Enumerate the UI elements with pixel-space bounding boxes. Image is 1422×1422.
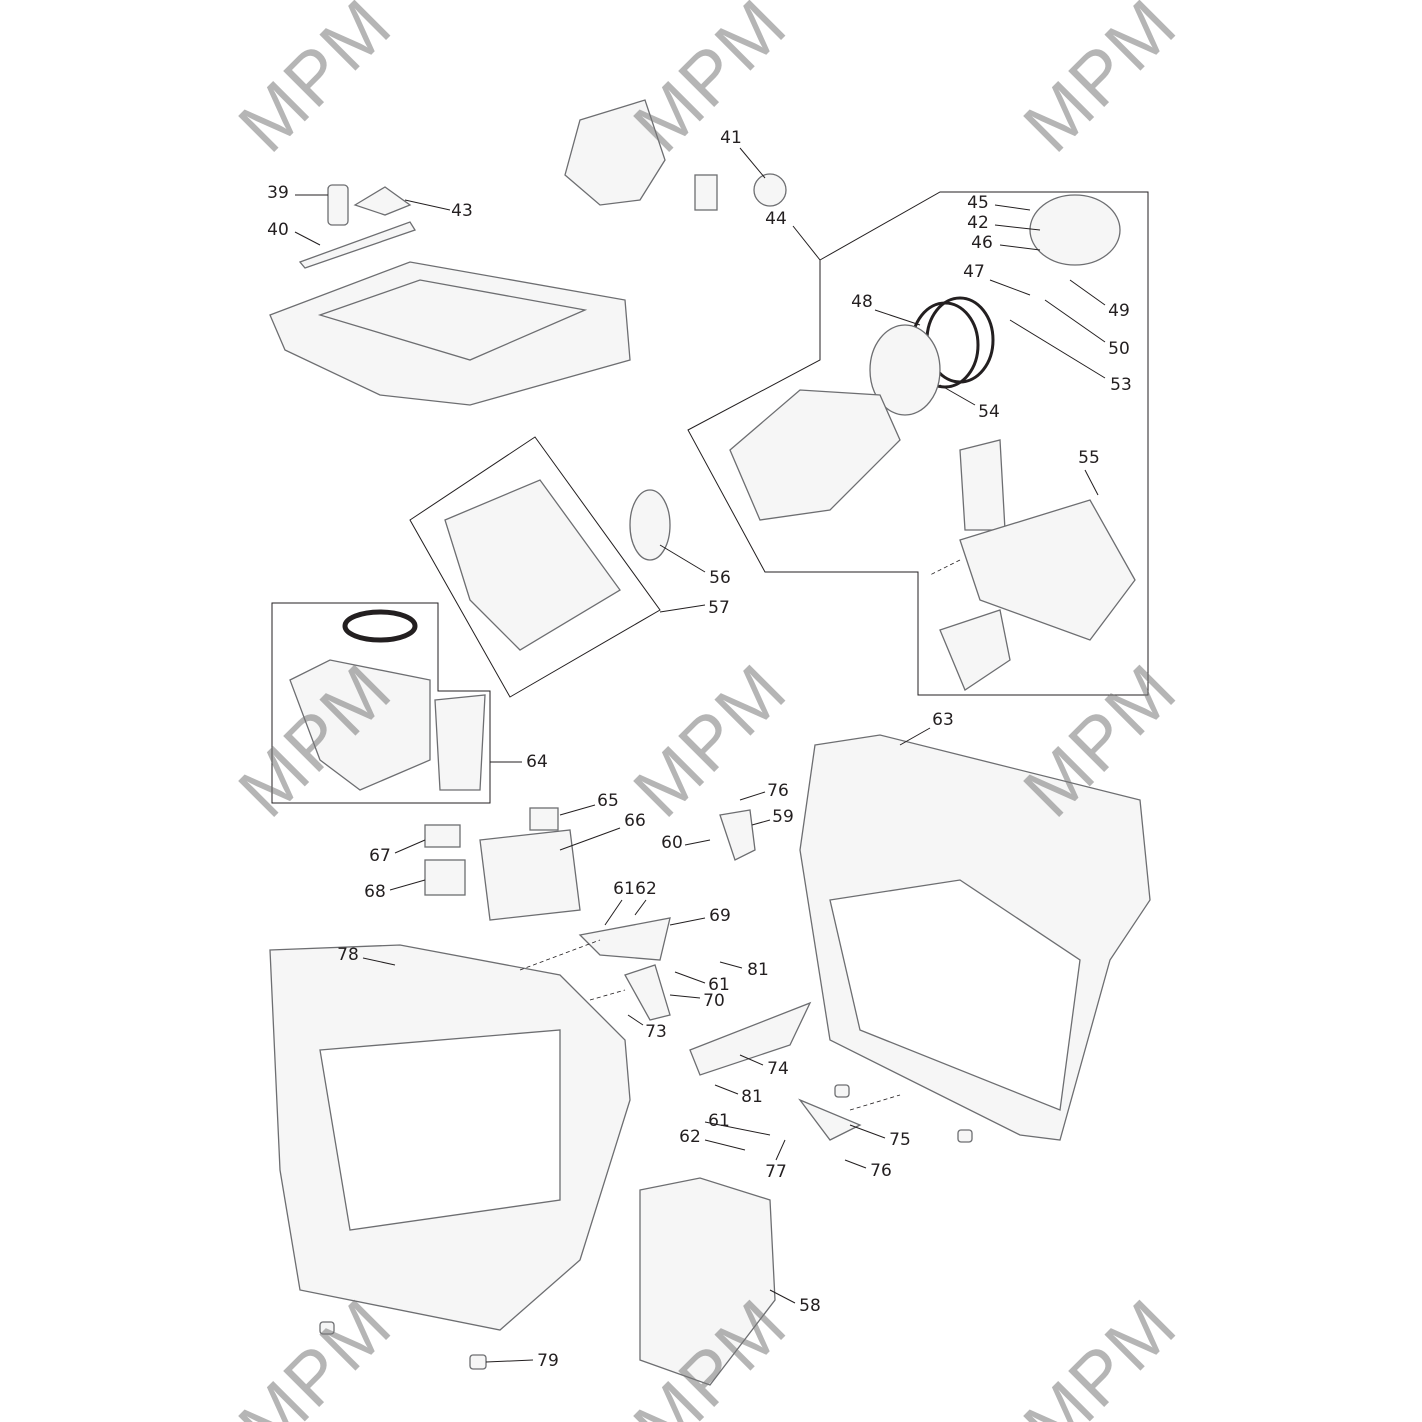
part-label: 69 xyxy=(709,906,731,926)
part-label: 68 xyxy=(364,882,386,902)
grinder-box-64 xyxy=(271,602,491,804)
part-label: 62 xyxy=(679,1127,701,1147)
part-label: 77 xyxy=(765,1162,787,1182)
microswitch-part-65 xyxy=(529,807,559,831)
lever-part-75 xyxy=(798,1098,862,1141)
brew-group-outline xyxy=(687,191,1149,696)
part-label: 57 xyxy=(708,598,730,618)
part-label: 43 xyxy=(451,201,473,221)
part-label: 63 xyxy=(932,710,954,730)
part-label: 61 xyxy=(708,975,730,995)
part-label: 54 xyxy=(978,402,1000,422)
cam-part-70 xyxy=(624,964,671,1021)
leader-lines xyxy=(294,147,1106,1363)
piston-part-54 xyxy=(869,324,941,416)
cap-part-43 xyxy=(353,186,412,216)
plate-part-74 xyxy=(689,1001,812,1076)
part-label: 65 xyxy=(597,791,619,811)
plate-part xyxy=(444,479,621,651)
part-label: 81 xyxy=(741,1087,763,1107)
ring-part xyxy=(342,609,418,643)
crank-part xyxy=(939,609,1011,691)
filter-part-46 xyxy=(1029,194,1121,266)
part-label: 78 xyxy=(337,945,359,965)
piston-part-56 xyxy=(629,489,671,561)
part-label: 79 xyxy=(537,1351,559,1371)
part-label: 70 xyxy=(703,991,725,1011)
part-label: 53 xyxy=(1110,375,1132,395)
drip-tray-part xyxy=(269,261,631,406)
part-label: 55 xyxy=(1078,448,1100,468)
part-label: 81 xyxy=(747,960,769,980)
part-label: 42 xyxy=(967,213,989,233)
gear-arm-part xyxy=(959,439,1006,531)
cover-part-58 xyxy=(639,1177,776,1386)
part-label: 44 xyxy=(765,209,787,229)
connector-part xyxy=(694,174,718,211)
part-label: 49 xyxy=(1108,301,1130,321)
foot-part-79 xyxy=(469,1354,487,1370)
foot-part xyxy=(319,1321,335,1335)
nut-part xyxy=(957,1129,973,1143)
part-label: 39 xyxy=(267,183,289,203)
bracket-part-40 xyxy=(298,221,416,269)
switch-part-66 xyxy=(479,829,581,921)
part-label: 67 xyxy=(369,846,391,866)
nut-part xyxy=(834,1084,850,1098)
switch-part-68 xyxy=(424,859,466,896)
part-label: 74 xyxy=(767,1059,789,1079)
part-label: 48 xyxy=(851,292,873,312)
part-label: 47 xyxy=(963,262,985,282)
part-label: 61 xyxy=(708,1111,730,1131)
part-label: 73 xyxy=(645,1022,667,1042)
brew-housing-part xyxy=(959,499,1136,641)
part-label: 60 xyxy=(661,833,683,853)
part-label: 66 xyxy=(624,811,646,831)
brew-cylinder-part xyxy=(729,389,901,521)
part-label: 64 xyxy=(526,752,548,772)
frame-grid xyxy=(829,879,1081,1111)
knob-part-39 xyxy=(327,184,349,226)
drip-tray-inner xyxy=(317,279,588,361)
part-label: 58 xyxy=(799,1296,821,1316)
part-label: 50 xyxy=(1108,339,1130,359)
lever-part-69 xyxy=(578,917,671,961)
part-label: 41 xyxy=(720,128,742,148)
frame-inner xyxy=(319,1029,561,1231)
plate-box-57 xyxy=(409,436,661,698)
solenoid-part-41 xyxy=(753,173,787,207)
part-label: 56 xyxy=(709,568,731,588)
grinder-part xyxy=(289,659,431,791)
part-label: 75 xyxy=(889,1130,911,1150)
part-label: 45 xyxy=(967,193,989,213)
part-label: 76 xyxy=(767,781,789,801)
assembly-dashed-lines xyxy=(519,559,961,1111)
part-label: 61 xyxy=(613,879,635,899)
part-label: 40 xyxy=(267,220,289,240)
part-label: 46 xyxy=(971,233,993,253)
valve-part xyxy=(564,99,666,206)
switch-part-67 xyxy=(424,824,461,848)
part-label: 59 xyxy=(772,807,794,827)
cup-part xyxy=(434,694,486,791)
part-label: 76 xyxy=(870,1161,892,1181)
lever-part-59 xyxy=(719,809,756,861)
part-label: 62 xyxy=(635,879,657,899)
